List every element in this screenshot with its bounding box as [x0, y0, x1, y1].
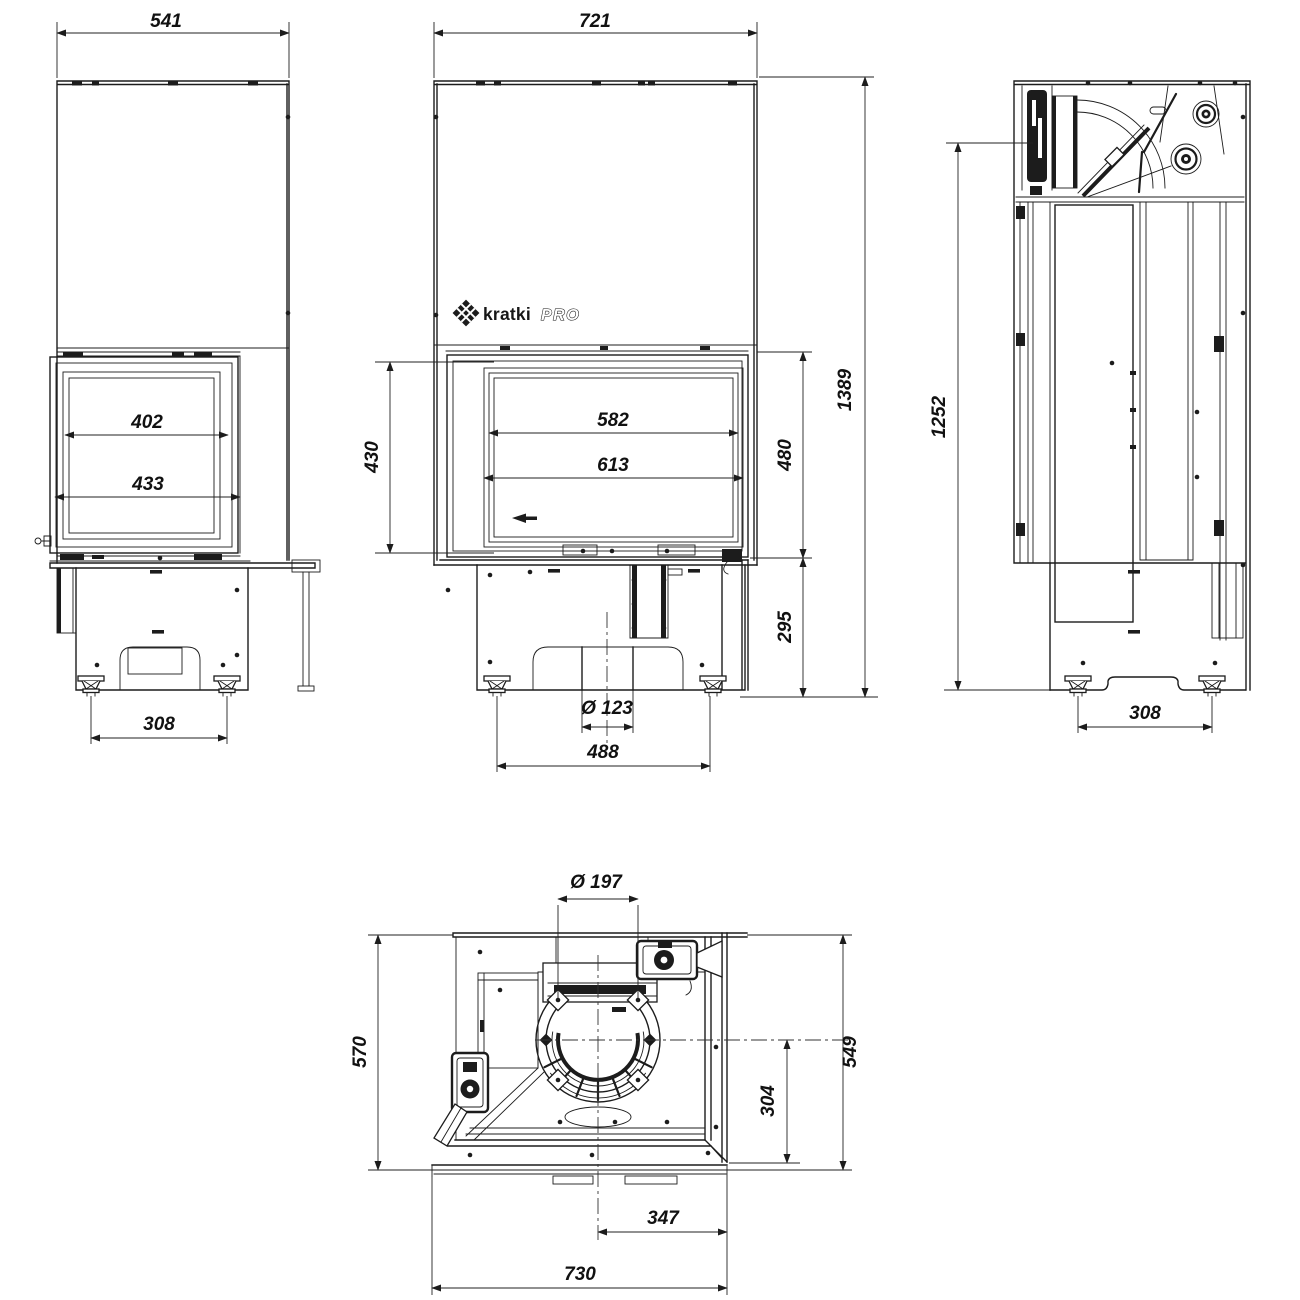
dim-mechanism-height: 1252: [929, 142, 1050, 691]
dim-top-width: 730: [431, 1176, 728, 1295]
dim-flue-diameter: Ø 197: [557, 872, 639, 1002]
dim-front-glass-width-value: 582: [597, 410, 629, 431]
dim-front-width: 721: [433, 11, 758, 78]
side-glass-door: [34, 355, 251, 562]
counterweight: [1027, 90, 1047, 182]
duct-arc: [1076, 99, 1166, 189]
dim-front-door-height-value: 480: [775, 439, 796, 472]
dim-side-glass-width: 402: [64, 412, 229, 439]
dim-side-feet-spacing: 308: [90, 696, 228, 744]
top-shell: [368, 932, 852, 1185]
view-side-right: 1252 308: [929, 80, 1251, 733]
dim-front-door-width-value: 613: [597, 455, 629, 476]
dim-air-inlet-diameter: Ø 123: [581, 690, 634, 733]
dim-top-depth-value: 570: [350, 1036, 371, 1068]
dim-front-glass-width: 582: [488, 410, 739, 437]
dim-front-door-height: 480: [740, 351, 878, 698]
door-roller-right: [722, 549, 742, 562]
brand-logo: kratki PRO: [452, 299, 580, 327]
dim-front-total-height-value: 1389: [835, 368, 856, 411]
dim-front-door-width: 613: [483, 455, 744, 482]
pulley-lower: [1170, 143, 1202, 175]
dim-front-feet-spacing: 488: [496, 696, 711, 772]
dim-front-plinth-height-value: 295: [775, 611, 796, 644]
dim-flue-diameter-value: Ø 197: [570, 872, 623, 893]
pulley-top: [1192, 100, 1220, 128]
rear-bracket: [291, 559, 321, 573]
dim-flue-axis-to-side: 347: [597, 1166, 728, 1295]
dim-flue-axis-to-front: 304: [729, 1039, 800, 1164]
view-side-left: 541 402: [34, 11, 321, 744]
dim-flue-axis-to-front-value: 304: [758, 1085, 779, 1117]
brand-logo-suffix: PRO: [541, 307, 580, 324]
dim-side-depth: 541: [56, 11, 290, 78]
view-front: 721 kratki PRO: [362, 11, 878, 772]
front-base: [433, 559, 758, 750]
side-left-base: [49, 559, 321, 697]
front-hood: [433, 80, 758, 566]
air-inlet-pipe: [581, 646, 634, 691]
dim-right-feet-spacing: 308: [1077, 696, 1213, 733]
dim-air-inlet-diameter-value: Ø 123: [581, 698, 633, 719]
flue-bore: [556, 1032, 640, 1082]
dim-side-depth-value: 541: [150, 11, 182, 32]
front-door: [446, 354, 749, 575]
damper-bar: [554, 985, 646, 994]
top-bracket-front-left: [433, 1051, 490, 1147]
top-air-channel-box: [477, 972, 539, 1069]
dim-front-glass-height: 430: [362, 361, 494, 554]
dim-side-door-width: 433: [54, 474, 241, 501]
dim-front-total-height: 1389: [759, 76, 874, 698]
top-bracket-rear-right: [635, 939, 723, 996]
side-right-base: [1049, 562, 1246, 697]
brand-logo-text: kratki: [483, 304, 531, 324]
kratki-diamond-icon: [452, 299, 480, 327]
dim-top-width-value: 730: [564, 1264, 596, 1285]
dim-top-body-depth-value: 549: [840, 1036, 861, 1068]
dim-top-body-depth: 549: [730, 934, 861, 1171]
dim-mechanism-height-value: 1252: [929, 395, 950, 438]
door-latch-right: [657, 544, 696, 556]
side-right-rails: [1016, 201, 1244, 641]
side-glass-pane: [62, 371, 221, 540]
dim-side-door-width-value: 433: [131, 474, 164, 495]
dim-top-depth: 570: [350, 934, 432, 1171]
dim-front-width-value: 721: [579, 11, 611, 32]
front-glass-pane: [488, 372, 739, 543]
door-hinge-pin: [34, 537, 42, 545]
dim-right-feet-spacing-value: 308: [1129, 703, 1161, 724]
side-left-body: [56, 80, 291, 564]
handle-arrow-marker: [512, 513, 537, 523]
dim-front-feet-spacing-value: 488: [586, 742, 619, 763]
door-latch-left: [562, 544, 598, 556]
dim-side-feet-spacing-value: 308: [143, 714, 175, 735]
dim-side-glass-width-value: 402: [130, 412, 163, 433]
lift-mechanism: [1021, 85, 1225, 198]
dim-front-plinth-height: 295: [775, 557, 807, 698]
view-top: Ø 197 570 549 304 347 730: [350, 872, 861, 1295]
dim-front-glass-height-value: 430: [362, 441, 383, 474]
side-right-shell: [1013, 80, 1251, 691]
dim-flue-axis-to-side-value: 347: [647, 1208, 680, 1229]
